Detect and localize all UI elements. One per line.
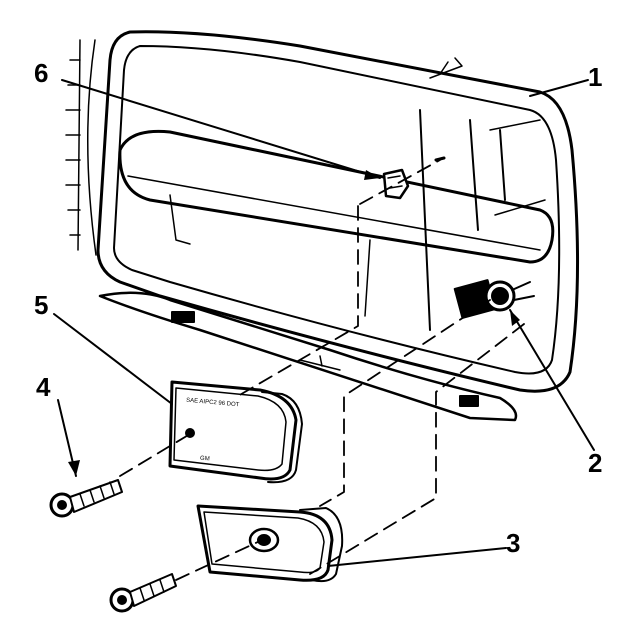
lower-fascia [98, 291, 518, 422]
retainer-clip [382, 156, 446, 200]
leader-lines [53, 79, 595, 567]
lens-marking-bottom: GM [199, 455, 210, 463]
screw-upper [49, 479, 123, 518]
park-turn-lamp [196, 504, 344, 583]
callout-1: 1 [588, 62, 603, 92]
bulb-socket [453, 279, 535, 319]
callout-5: 5 [34, 290, 49, 320]
side-marker-lamp [168, 380, 303, 484]
callout-3: 3 [506, 528, 521, 558]
callout-2: 2 [588, 448, 603, 478]
callout-6: 6 [34, 58, 49, 88]
assembly-lines [119, 159, 525, 581]
screw-lower [109, 573, 177, 613]
grille-bar [118, 129, 555, 317]
leader-arrowheads [68, 170, 520, 476]
body-background [65, 39, 97, 256]
callout-4: 4 [36, 372, 51, 402]
